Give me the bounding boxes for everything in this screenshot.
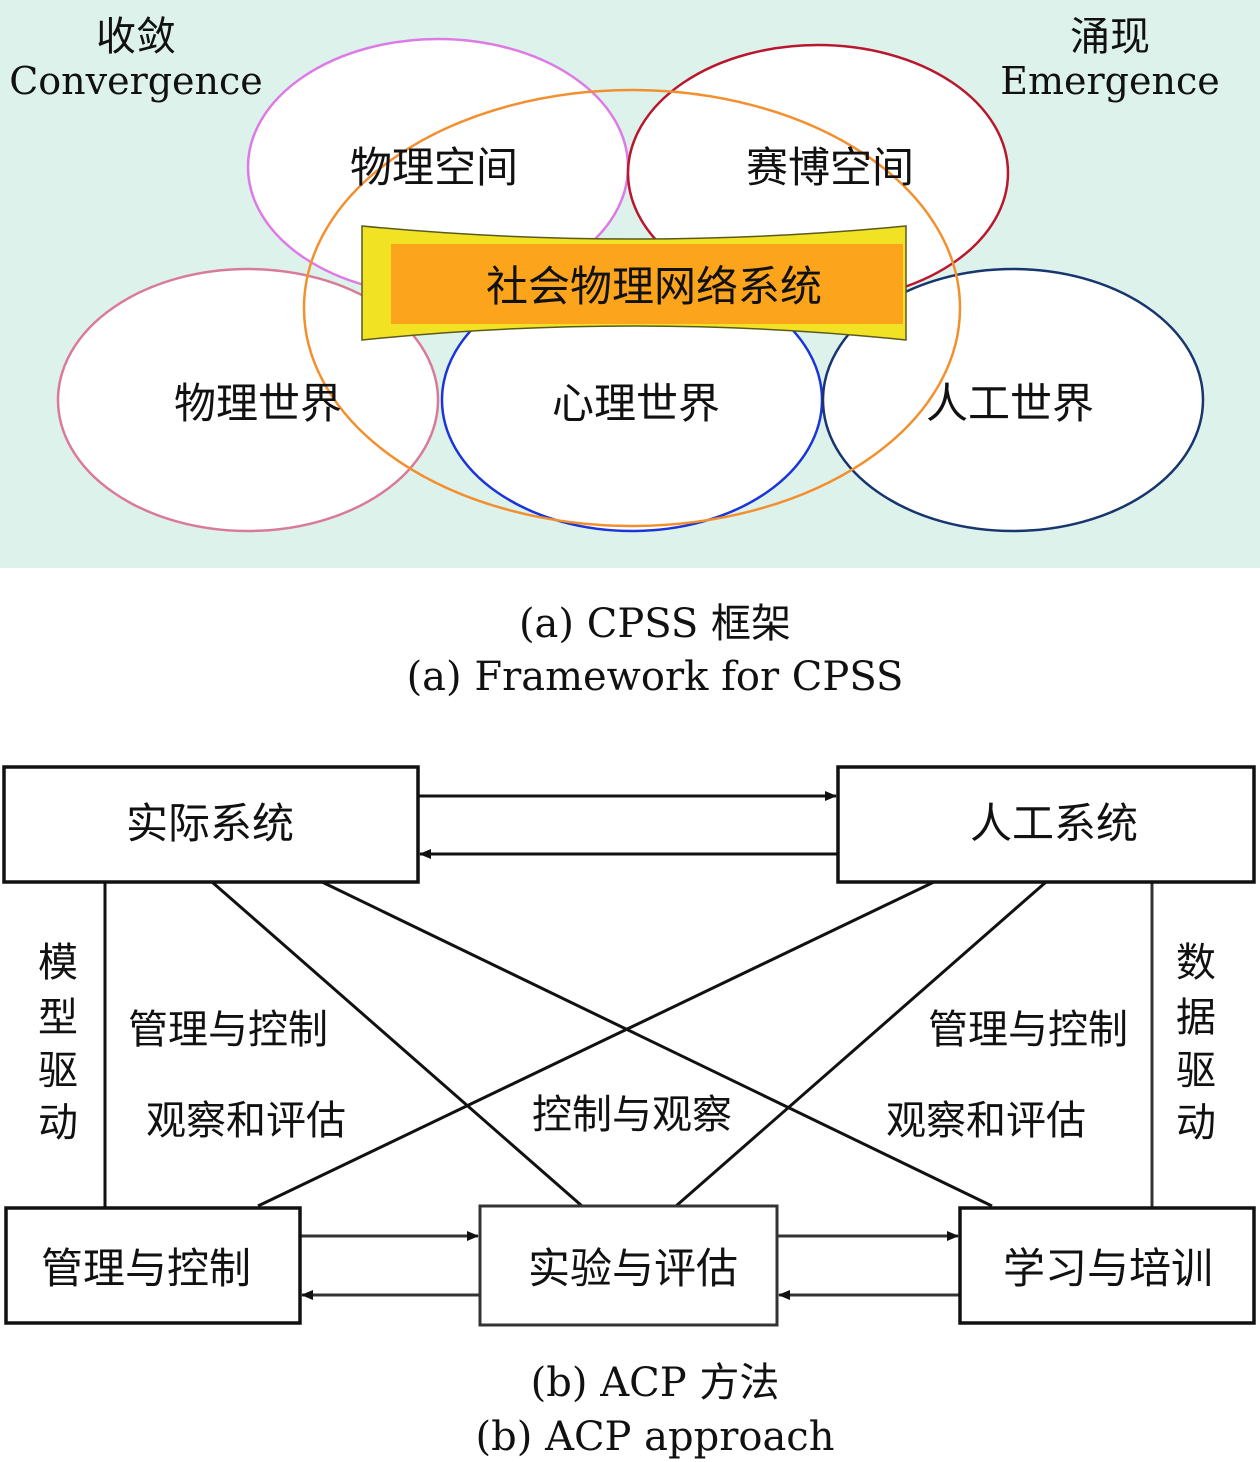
caption-a-cn: (a) CPSS 框架 xyxy=(519,601,791,647)
convergence-en: Convergence xyxy=(9,59,263,103)
data-driven-char: 数 xyxy=(1176,940,1216,986)
model-driven-char: 动 xyxy=(38,1100,78,1146)
model-driven-char: 型 xyxy=(38,995,78,1041)
emergence-cn: 涌现 xyxy=(1070,14,1150,60)
mental-world-label: 心理世界 xyxy=(552,379,720,428)
artificial-system-label: 人工系统 xyxy=(970,799,1138,848)
data-driven-char: 据 xyxy=(1176,995,1216,1041)
learning-training-label: 学习与培训 xyxy=(1003,1244,1213,1293)
artificial-world-label: 人工世界 xyxy=(926,379,1094,428)
banner-inner xyxy=(391,244,903,324)
convergence-cn: 收敛 xyxy=(96,14,176,60)
caption-b-cn: (b) ACP 方法 xyxy=(531,1360,780,1406)
model-driven-char: 驱 xyxy=(38,1048,78,1094)
data-driven-char: 动 xyxy=(1176,1100,1216,1146)
cpss-framework: 收敛 Convergence 涌现 Emergence 物理空间 赛博空间 社会… xyxy=(0,0,1260,568)
management-control-box xyxy=(4,1206,302,1325)
caption-a-en: (a) Framework for CPSS xyxy=(407,654,904,700)
experiment-evaluation-label: 实验与评估 xyxy=(528,1244,738,1293)
artificial-world-fill xyxy=(823,269,1203,531)
cross-line xyxy=(321,880,993,1208)
management-control-label: 管理与控制 xyxy=(41,1244,251,1293)
mental-world-fill xyxy=(442,269,822,531)
caption-b-en: (b) ACP approach xyxy=(476,1414,835,1460)
cross-line xyxy=(675,880,1047,1208)
real-system-box xyxy=(2,765,420,884)
artificial-world-circle xyxy=(821,267,1205,533)
cyber-space-label: 赛博空间 xyxy=(746,143,914,192)
artificial-system-box xyxy=(836,765,1256,884)
physical-world-label: 物理世界 xyxy=(174,379,342,428)
physical-world-circle xyxy=(56,267,440,533)
cross-line xyxy=(211,880,583,1208)
physical-world-fill xyxy=(58,269,438,531)
banner-label: 社会物理网络系统 xyxy=(486,262,822,311)
control-observe-label: 控制与观察 xyxy=(532,1092,732,1138)
emergence-en: Emergence xyxy=(1000,59,1219,103)
observe-eval-right-label: 观察和评估 xyxy=(886,1098,1086,1144)
model-driven-char: 模 xyxy=(38,940,78,986)
real-system-label: 实际系统 xyxy=(126,799,294,848)
physical-space-label: 物理空间 xyxy=(350,143,518,192)
cross-line xyxy=(257,880,935,1208)
physical-space-fill xyxy=(248,39,628,295)
experiment-evaluation-box xyxy=(478,1204,779,1327)
mgmt-control-left-label: 管理与控制 xyxy=(128,1007,328,1053)
learning-training-box xyxy=(958,1206,1256,1325)
data-driven-char: 驱 xyxy=(1176,1048,1216,1094)
observe-eval-left-label: 观察和评估 xyxy=(146,1098,346,1144)
mgmt-control-right-label: 管理与控制 xyxy=(928,1007,1128,1053)
acp-approach: 实际系统 人工系统 管理与控制 实验与评估 学习与培训 模 型 驱 动 数 据 … xyxy=(2,765,1256,1327)
orange-ring xyxy=(302,88,962,528)
